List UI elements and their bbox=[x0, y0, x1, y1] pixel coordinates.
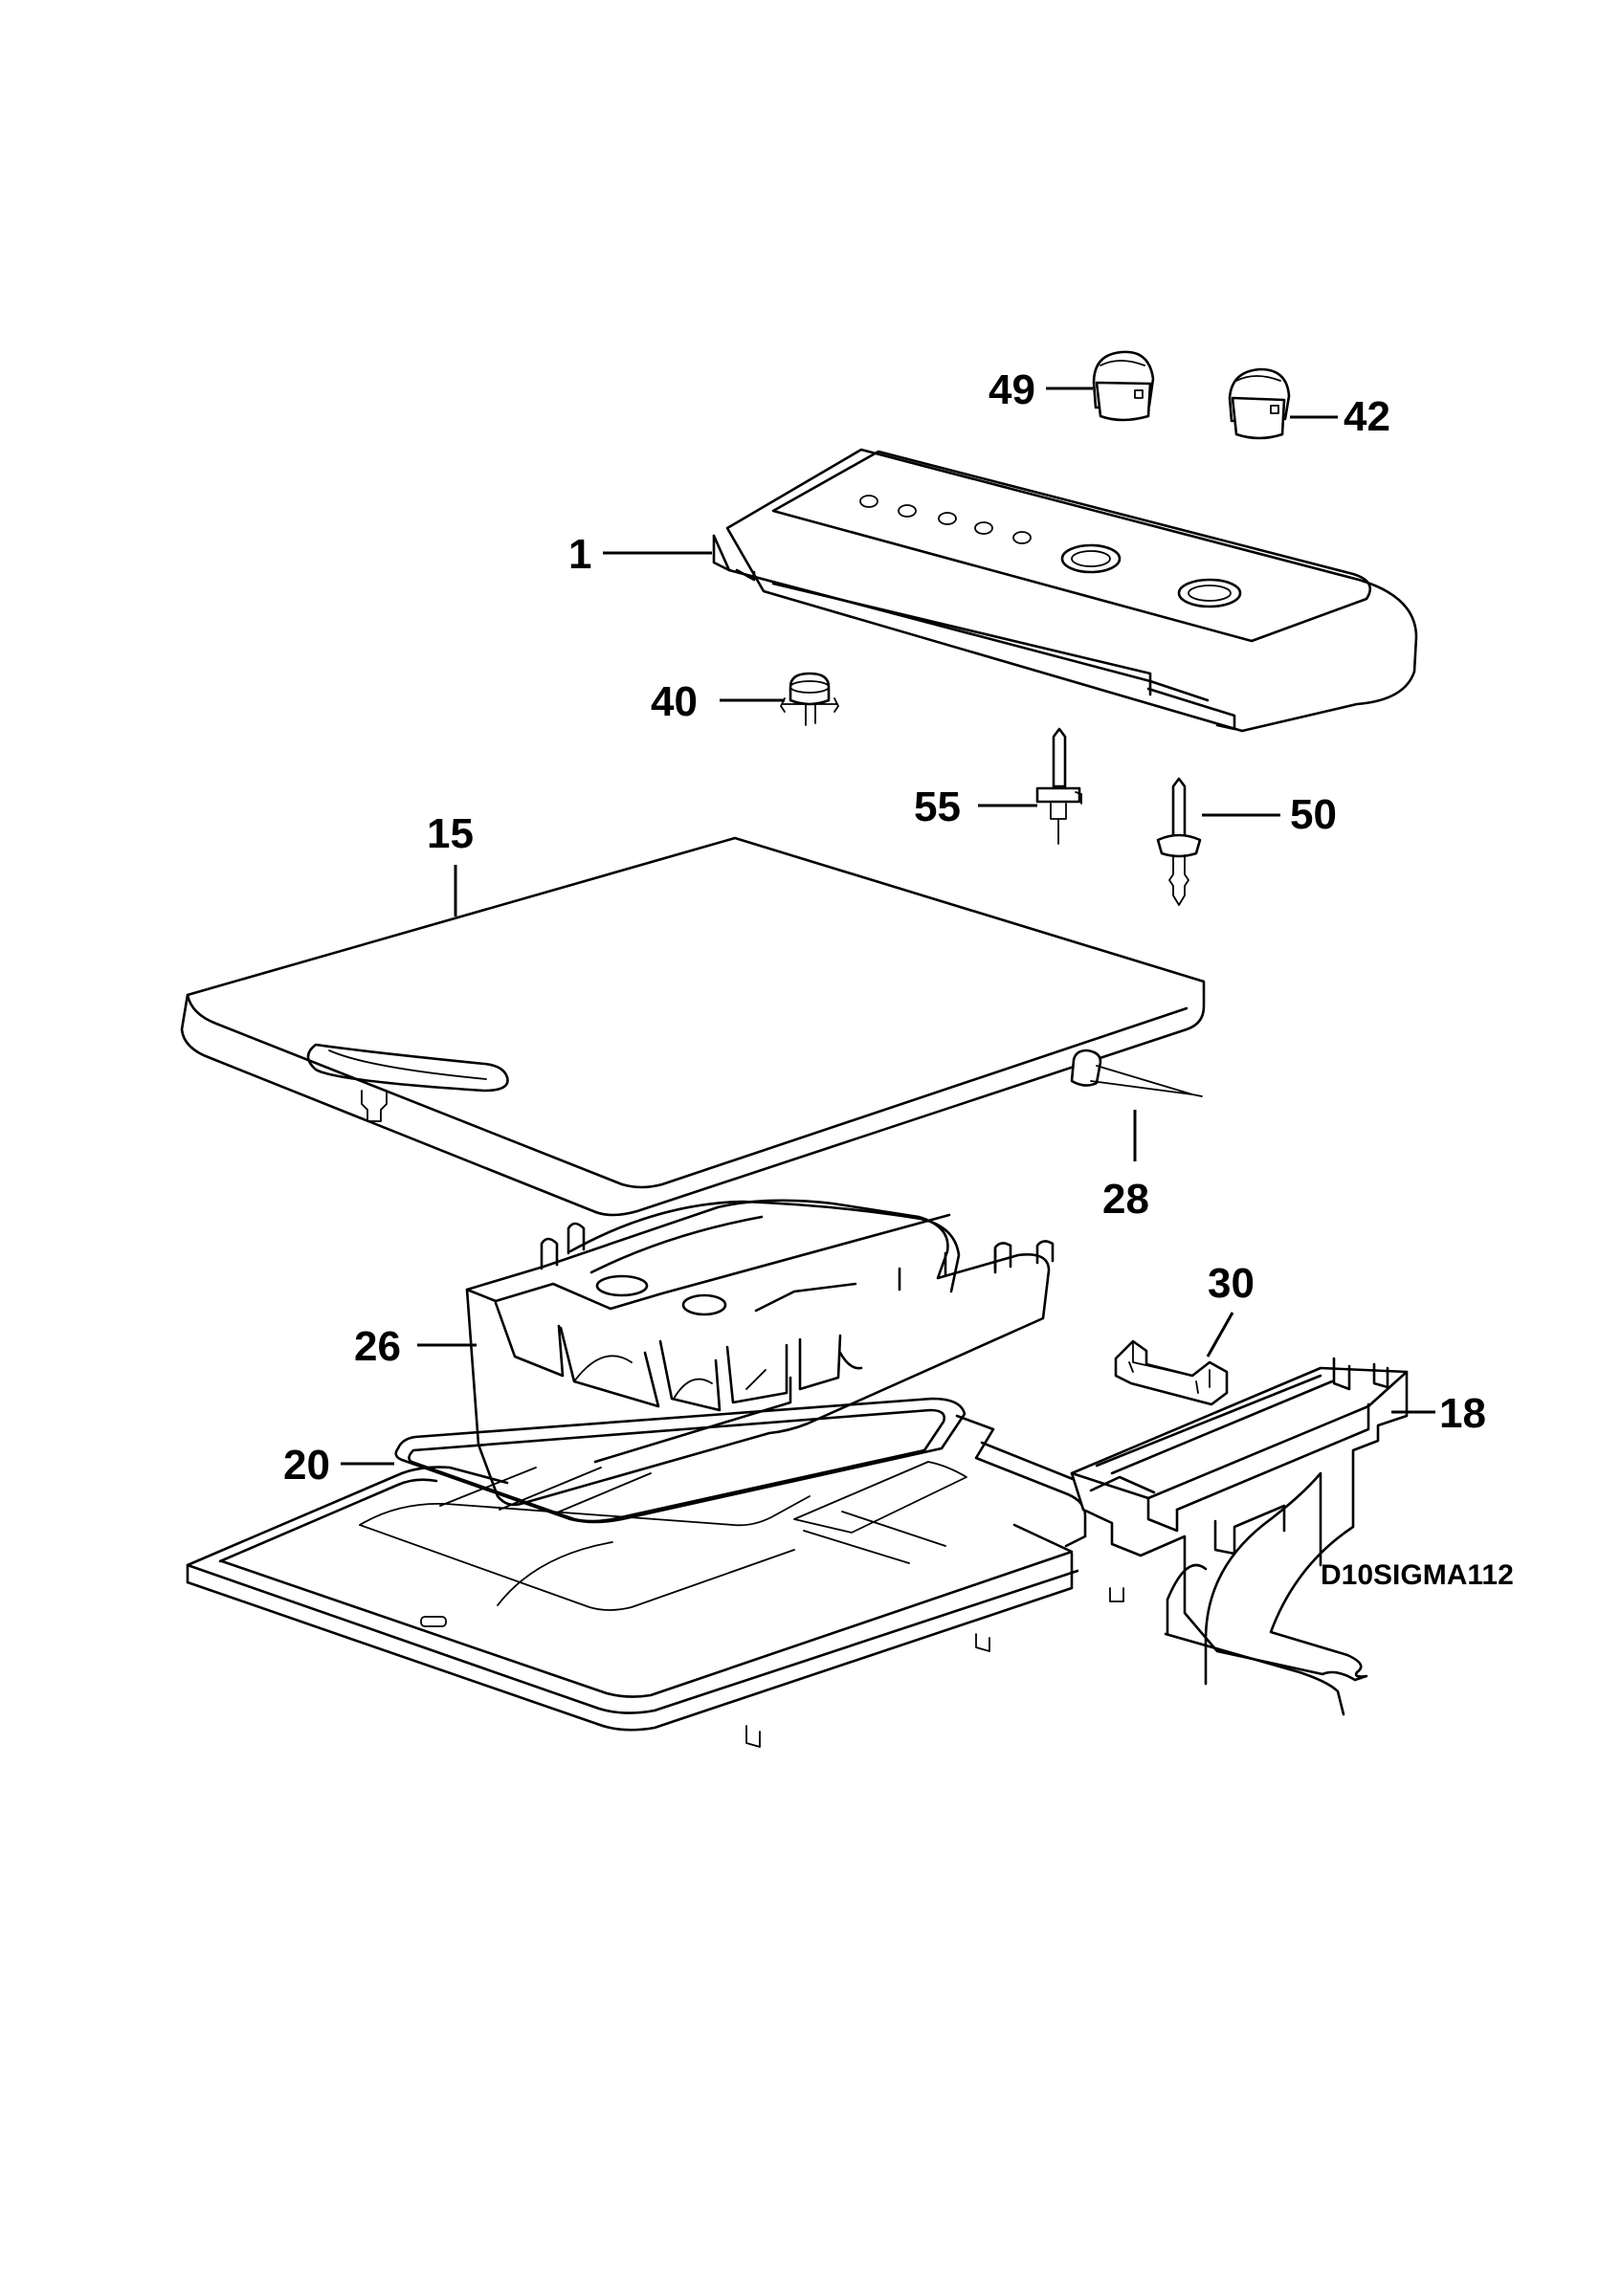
part-labels: 49 42 1 40 55 50 15 28 30 26 18 20 D10SI… bbox=[283, 366, 1514, 1591]
knob-49-drawing[interactable] bbox=[1092, 350, 1155, 422]
part-label-49[interactable]: 49 bbox=[989, 366, 1035, 413]
part-label-1[interactable]: 1 bbox=[568, 531, 591, 578]
part-label-55[interactable]: 55 bbox=[914, 784, 961, 830]
seal-20-drawing[interactable] bbox=[394, 1397, 967, 1524]
part-label-50[interactable]: 50 bbox=[1290, 791, 1337, 838]
leader-lines bbox=[341, 386, 1435, 1466]
spindle-55-drawing[interactable] bbox=[1035, 727, 1082, 845]
dispenser-drawer-26-drawing[interactable] bbox=[465, 1199, 1055, 1507]
leader-30 bbox=[1206, 1312, 1234, 1358]
clip-30-drawing[interactable] bbox=[1114, 1339, 1229, 1406]
part-label-28[interactable]: 28 bbox=[1102, 1176, 1149, 1223]
diagram-code-label: D10SIGMA112 bbox=[1321, 1559, 1514, 1591]
knob-42-drawing[interactable] bbox=[1228, 367, 1291, 440]
control-panel-1-drawing[interactable] bbox=[712, 448, 1418, 733]
lid-15-drawing[interactable] bbox=[180, 836, 1206, 1217]
part-label-30[interactable]: 30 bbox=[1208, 1260, 1255, 1307]
button-40-drawing[interactable] bbox=[780, 672, 839, 726]
screw-28-drawing[interactable] bbox=[1070, 1049, 1203, 1097]
part-label-18[interactable]: 18 bbox=[1439, 1390, 1486, 1437]
part-label-42[interactable]: 42 bbox=[1344, 393, 1390, 440]
part-label-40[interactable]: 40 bbox=[651, 678, 698, 725]
part-label-26[interactable]: 26 bbox=[354, 1323, 401, 1370]
rear-bracket-18-drawing[interactable] bbox=[1070, 1357, 1409, 1716]
pin-50-drawing[interactable] bbox=[1156, 777, 1202, 906]
part-label-15[interactable]: 15 bbox=[427, 810, 474, 857]
part-label-20[interactable]: 20 bbox=[283, 1442, 330, 1489]
